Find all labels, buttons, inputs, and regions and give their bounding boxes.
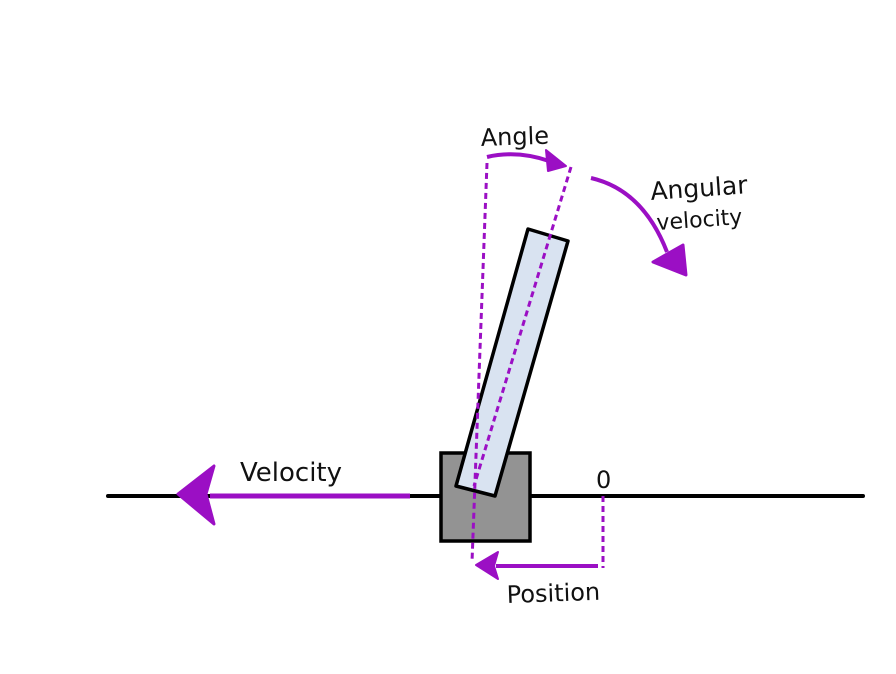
angle-label: Angle: [480, 122, 549, 152]
vertical-reference-line: [470, 162, 489, 563]
position-label: Position: [506, 578, 600, 609]
pole-axis-line: [472, 166, 573, 487]
velocity-label: Velocity: [240, 458, 342, 488]
velocity-arrow-head: [176, 464, 216, 526]
angular-velocity-arrow-head: [651, 243, 688, 277]
position-arrow-head: [475, 551, 499, 580]
angular-velocity-arc: [590, 176, 669, 253]
angular-velocity-label-line1: Angular: [649, 170, 749, 206]
angular-velocity-label-line2: velocity: [656, 205, 744, 236]
zero-label: 0: [596, 466, 611, 494]
angle-arrow-head: [545, 149, 567, 172]
angle-arc: [486, 152, 550, 163]
